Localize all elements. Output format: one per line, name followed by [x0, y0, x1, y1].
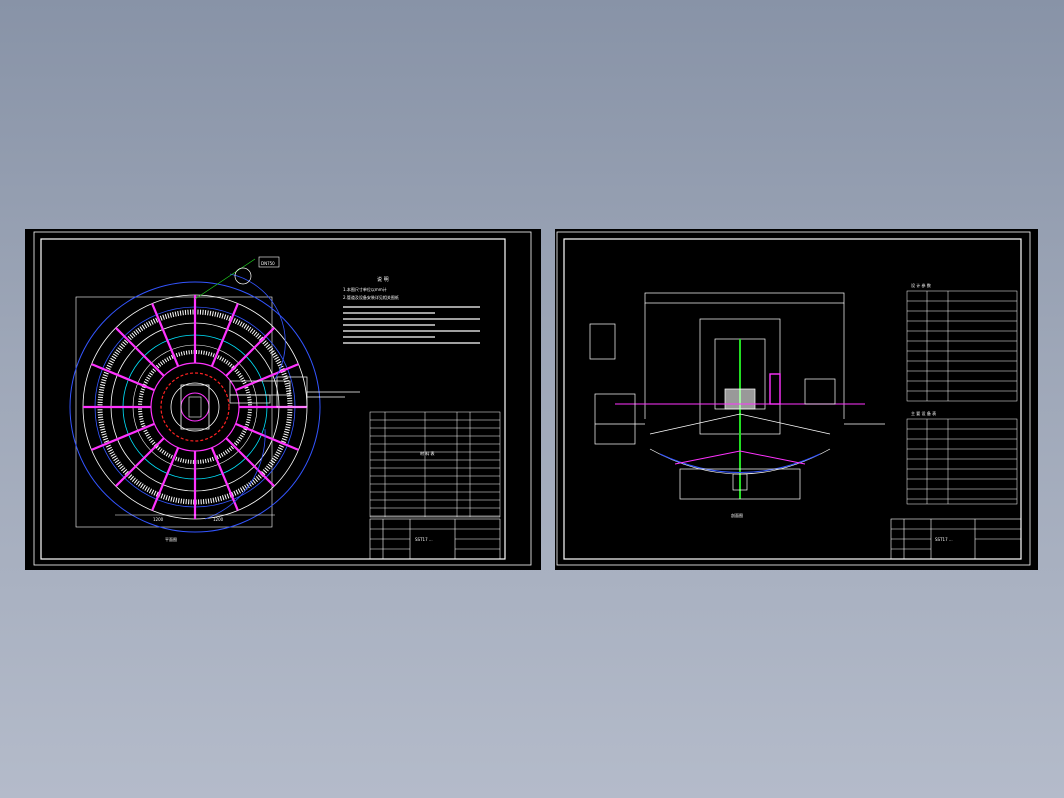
note-1: 1.本图尺寸单位以mm计: [343, 286, 387, 292]
title-block: [890, 518, 1022, 560]
equipment-table-heading: 主 要 设 备 表: [911, 410, 936, 416]
sheet-border-inner: [563, 238, 1022, 560]
clarifier-section: [589, 292, 885, 500]
notes-heading: 说 明: [377, 276, 389, 283]
plan-boundary: [75, 296, 273, 528]
outer-ring: [69, 281, 321, 533]
left-drawing-sheet: DN750 1200 1200 平面图 说 明 1.本图尺寸单位以mm计 2.管…: [25, 229, 541, 570]
radial-spoke: [210, 447, 239, 511]
section-title: 剖面图: [731, 512, 743, 518]
material-table-heading: 材 料 表: [420, 450, 435, 456]
design-parameter-table: [906, 290, 1018, 402]
dimension-a: 1200: [153, 517, 164, 522]
design-table-heading: 设 计 参 数: [911, 282, 931, 288]
sheet-border-outer: [33, 231, 532, 566]
radial-spoke: [115, 327, 165, 377]
pipe-diameter-label: DN750: [261, 261, 275, 266]
radial-spoke: [235, 422, 299, 451]
title-block-name: SST17 ...: [935, 537, 953, 542]
radial-spoke: [235, 363, 299, 392]
radial-spoke: [151, 303, 180, 367]
radial-spokes: [83, 295, 307, 519]
radial-spoke: [115, 437, 165, 487]
material-table: [369, 411, 501, 518]
right-drawing-canvas: 剖面图 设 计 参 数 主 要 设 备 表 SST17: [556, 231, 1031, 566]
notes-block: 说 明 1.本图尺寸单位以mm计 2.管道及设备安装详见相关图纸: [343, 276, 480, 344]
right-drawing-sheet: 剖面图 设 计 参 数 主 要 设 备 表 SST17: [555, 229, 1038, 570]
radial-spoke: [225, 327, 275, 377]
sheet-border-outer: [556, 231, 1031, 566]
red-ring: [160, 372, 230, 442]
left-drawing-canvas: DN750 1200 1200 平面图 说 明 1.本图尺寸单位以mm计 2.管…: [33, 231, 532, 566]
radial-spoke: [91, 363, 155, 392]
equipment-table: [906, 418, 1018, 505]
outlet-pipe: [229, 376, 360, 408]
magenta-ring: [150, 362, 240, 452]
dimension-b: 1200: [213, 517, 224, 522]
radial-spoke: [91, 422, 155, 451]
title-block-name: SST17 ...: [415, 537, 433, 542]
radial-spoke: [210, 303, 239, 367]
note-2: 2.管道及设备安装详见相关图纸: [343, 294, 399, 300]
radial-spoke: [151, 447, 180, 511]
radial-spoke: [225, 437, 275, 487]
title-block: [369, 518, 501, 560]
sheet-border-inner: [40, 238, 506, 560]
plan-title: 平面图: [165, 536, 177, 542]
